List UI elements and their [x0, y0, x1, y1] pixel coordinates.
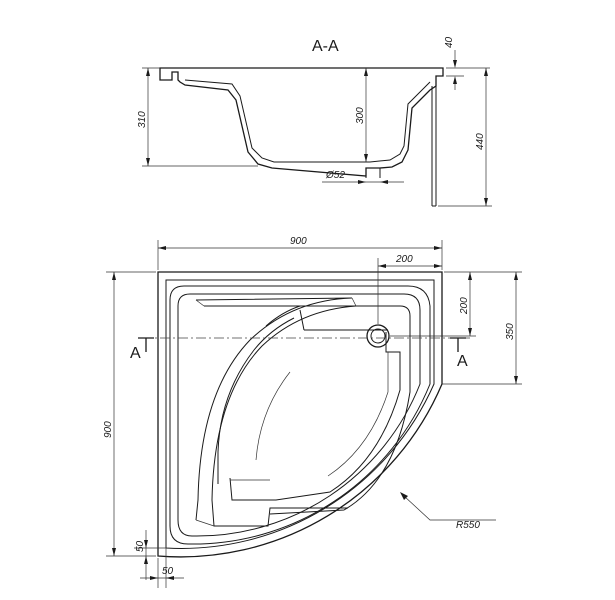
dim-arrow — [453, 76, 457, 84]
dim-arrow — [158, 246, 166, 250]
section-drain — [365, 168, 381, 178]
plan-basin-outer — [169, 285, 431, 545]
section-title: A-A — [312, 38, 339, 55]
dim-arrow — [364, 68, 368, 76]
dim-arrow — [400, 492, 408, 500]
section-marker-right — [450, 337, 466, 352]
dim-arrow — [434, 246, 442, 250]
dim-line-rim-x — [140, 548, 184, 588]
dim-inner-depth: 300 — [355, 107, 366, 124]
dim-line-350 — [442, 271, 522, 385]
dim-line-width — [157, 240, 443, 270]
plan-basin-floor — [177, 293, 421, 537]
section-profile-outer — [159, 67, 444, 177]
dim-arrow — [514, 376, 518, 384]
dim-arrow — [150, 576, 158, 580]
dim-depth: 900 — [103, 421, 114, 438]
dim-radius: R550 — [456, 520, 480, 531]
plan-step-inner — [217, 309, 388, 484]
dim-arrow — [378, 264, 386, 268]
dim-arrow — [166, 576, 174, 580]
section-view: A-A 310 300 40 440 Ø52 — [137, 36, 492, 207]
drain-circle-inner — [370, 328, 386, 344]
dim-drain-offset-x: 200 — [395, 254, 413, 265]
plan-outer-contour — [157, 271, 443, 558]
dim-line-rim-y — [134, 530, 166, 580]
plan-seat-inner — [204, 305, 357, 527]
plan-rim-line — [165, 279, 435, 549]
dim-arrow — [144, 540, 148, 548]
dim-section-offset: 350 — [505, 323, 516, 340]
plan-basin-detail — [230, 352, 389, 481]
drain-circle-outer — [366, 324, 390, 348]
dim-rim-y: 50 — [135, 540, 146, 552]
dim-line-310 — [142, 67, 258, 167]
dim-arrow — [453, 60, 457, 68]
dim-arrow — [380, 180, 388, 184]
section-profile-inner — [184, 79, 431, 163]
dim-drain-diameter: Ø52 — [325, 170, 345, 181]
dim-arrow — [144, 556, 148, 564]
dim-left-height: 310 — [137, 111, 148, 128]
dim-arrow — [514, 272, 518, 280]
radius-leader — [403, 495, 496, 521]
section-cut-right: A — [457, 353, 468, 370]
section-cut-left: A — [130, 345, 141, 362]
dim-line-drain-y — [390, 271, 476, 337]
dim-arrow — [434, 264, 442, 268]
dim-line-drain-x — [377, 258, 442, 324]
dim-width: 900 — [290, 236, 307, 247]
dim-arrow — [484, 198, 488, 206]
dim-drain-offset-y: 200 — [459, 297, 470, 315]
plan-seat-outer — [195, 297, 353, 521]
plan-seat-edge — [195, 297, 357, 527]
dim-arrow — [468, 328, 472, 336]
dim-arrow — [468, 272, 472, 280]
dim-arrow — [146, 158, 150, 166]
dim-arrow — [484, 68, 488, 76]
dim-arrow — [112, 548, 116, 556]
plan-view: A A 900 200 200 350 900 50 — [103, 236, 522, 588]
section-marker-left — [138, 337, 154, 352]
section-rim-leg — [431, 76, 437, 207]
dim-arrow — [146, 68, 150, 76]
dim-rim-x: 50 — [162, 566, 174, 577]
dim-arrow — [358, 180, 366, 184]
plan-basin-curve — [229, 332, 401, 501]
dim-arrow — [112, 272, 116, 280]
dim-arrow — [364, 154, 368, 162]
dim-rim-thickness: 40 — [444, 36, 455, 48]
dim-line-depth — [106, 271, 156, 557]
dim-line-40 — [446, 50, 490, 90]
dim-line-440 — [438, 68, 492, 207]
plan-step-outer — [265, 305, 411, 515]
dim-total-height: 440 — [475, 133, 486, 150]
